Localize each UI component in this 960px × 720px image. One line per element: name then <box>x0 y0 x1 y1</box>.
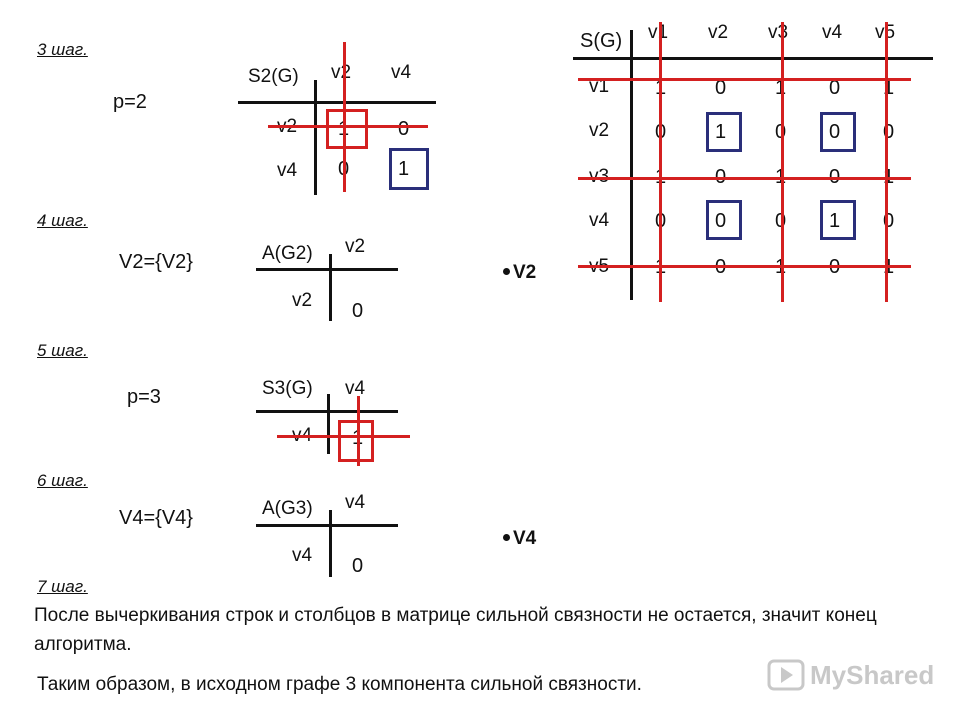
row-header: v4 <box>292 545 313 566</box>
pivot-cell-highlight <box>338 420 374 462</box>
matrix-cell: 0 <box>883 121 895 143</box>
strike-line-column-v5 <box>885 22 888 302</box>
strike-line-row <box>277 435 410 438</box>
column-header: v3 <box>768 22 789 43</box>
matrix-cell: 0 <box>829 121 841 143</box>
diagonal-cell-highlight <box>389 148 429 190</box>
row-header: v3 <box>589 166 609 188</box>
matrix-cell: 1 <box>775 77 786 100</box>
matrix-cell: 0 <box>883 210 895 232</box>
matrix-cell: 0 <box>775 121 786 144</box>
matrix-cell: 0 <box>775 210 786 233</box>
strike-line-column <box>343 42 346 192</box>
step-5-label: 5 шаг. <box>37 341 88 360</box>
row-header: v2 <box>292 290 313 311</box>
column-header: v2 <box>345 236 366 257</box>
row-header: v1 <box>589 76 610 97</box>
column-header: v4 <box>391 62 412 83</box>
strike-line-row-v1 <box>578 78 911 81</box>
strike-line-column <box>357 396 360 466</box>
play-icon <box>767 659 805 691</box>
matrix-cell: 0 <box>398 118 410 140</box>
matrix-cell: 0 <box>829 77 841 99</box>
step-6-set: V4={V4} <box>119 507 193 529</box>
matrix-title: S3(G) <box>262 378 313 399</box>
strike-line-column-v3 <box>781 22 784 302</box>
matrix-title: A(G2) <box>262 243 313 264</box>
row-header: v2 <box>589 120 610 141</box>
vertex-dot <box>503 534 510 541</box>
watermark-logo <box>766 658 806 697</box>
column-header: v2 <box>708 22 729 43</box>
matrix-header-line <box>573 57 933 60</box>
matrix-header-line <box>256 268 398 271</box>
matrix-row-header-line <box>314 80 317 195</box>
column-header: v4 <box>822 22 843 43</box>
matrix-row-header-line <box>329 510 332 577</box>
matrix-cell: 0 <box>715 210 727 232</box>
vertex-v4-label: V4 <box>513 528 537 549</box>
conclusion-text: Таким образом, в исходном графе 3 компон… <box>37 674 642 695</box>
vertex-dot <box>503 268 510 275</box>
cell-highlight-v2-v4 <box>820 112 856 152</box>
step-5-p-value: p=3 <box>127 386 161 408</box>
step-4-label: 4 шаг. <box>37 211 88 230</box>
matrix-title: A(G3) <box>262 498 313 519</box>
matrix-header-line <box>238 101 436 104</box>
step-3-label: 3 шаг. <box>37 40 88 59</box>
diagonal-cell-highlight-v4 <box>820 200 856 240</box>
matrix-title: S(G) <box>580 30 623 52</box>
row-header: v4 <box>277 160 298 181</box>
vertex-v2-label: V2 <box>513 262 537 283</box>
column-header: v4 <box>345 492 366 513</box>
matrix-title: S2(G) <box>248 66 299 87</box>
step-3-p-value: p=2 <box>113 91 147 113</box>
matrix-cell: 0 <box>352 555 364 577</box>
matrix-header-line <box>256 524 398 527</box>
matrix-cell: 0 <box>352 300 364 322</box>
column-header: v1 <box>648 22 668 44</box>
pivot-cell-highlight <box>326 109 368 149</box>
step-7-label: 7 шаг. <box>37 577 88 596</box>
step-4-set: V2={V2} <box>119 251 193 273</box>
strike-line-row-v5 <box>578 265 911 268</box>
matrix-row-header-line <box>327 394 330 454</box>
diagonal-cell-highlight-v2 <box>706 112 742 152</box>
strike-line-row-v3 <box>578 177 911 180</box>
step-6-label: 6 шаг. <box>37 471 88 490</box>
matrix-cell: 1 <box>715 121 727 143</box>
matrix-row-header-line <box>329 254 332 321</box>
strike-line-column-v1 <box>659 22 662 302</box>
matrix-cell: 1 <box>398 158 410 180</box>
column-header: v2 <box>331 62 352 83</box>
strike-line-row <box>268 125 428 128</box>
watermark-text: MyShared <box>810 660 935 690</box>
matrix-cell: 1 <box>883 77 895 99</box>
step-7-text: После вычеркивания строк и столбцов в ма… <box>34 605 877 655</box>
matrix-cell: 1 <box>829 210 841 232</box>
matrix-cell: 0 <box>715 77 727 99</box>
matrix-row-header-line <box>630 30 633 300</box>
cell-highlight-v4-v2 <box>706 200 742 240</box>
column-header: v4 <box>345 378 366 399</box>
row-header: v4 <box>589 210 610 231</box>
